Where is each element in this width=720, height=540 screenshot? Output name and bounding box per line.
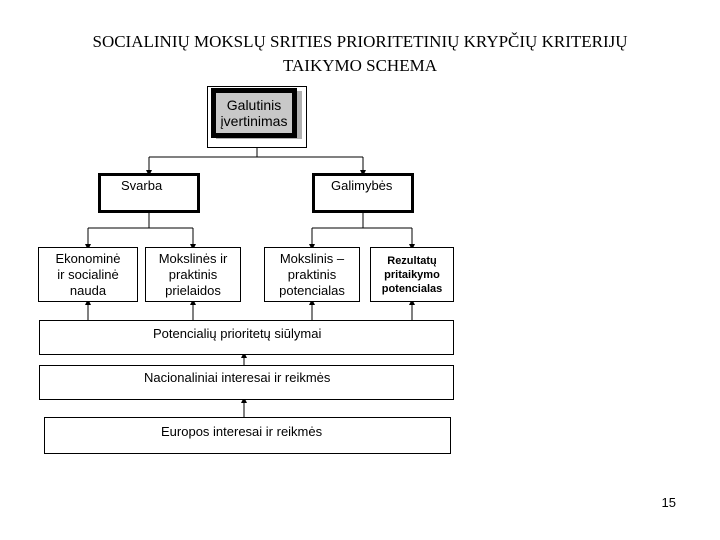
final-evaluation-node: Galutinis įvertinimas — [207, 86, 307, 148]
european-interests-label: Europos interesai ir reikmės — [161, 424, 323, 439]
application-line-3: potencialas — [381, 282, 443, 295]
economic-line-3: nauda — [69, 282, 107, 298]
importance-node: Svarba — [98, 173, 200, 213]
possibilities-node: Galimybės — [312, 173, 414, 213]
potential-line-1: Mokslinis – — [279, 250, 345, 266]
potential-line-2: praktinis — [287, 266, 337, 282]
final-evaluation-label: Galutinis įvertinimas — [211, 88, 297, 138]
possibilities-label: Galimybės — [331, 178, 393, 193]
scientific-practical-preconditions-node: Mokslinės ir praktinis prielaidos — [145, 247, 241, 302]
importance-label: Svarba — [121, 178, 163, 193]
potential-line-3: potencialas — [279, 282, 345, 298]
national-interests-bar: Nacionaliniai interesai ir reikmės — [39, 365, 454, 400]
preconditions-line-3: prielaidos — [165, 282, 221, 298]
economic-line-2: ir socialinė — [57, 266, 119, 282]
preconditions-line-1: Mokslinės ir — [158, 250, 228, 266]
diagram-title-line-2: TAIKYMO SCHEMA — [282, 56, 437, 75]
results-application-potential-node: Rezultatų pritaikymo potencialas — [370, 247, 454, 302]
preconditions-line-2: praktinis — [168, 266, 218, 282]
priority-proposals-label: Potencialių prioritetų siūlymai — [153, 326, 322, 341]
national-interests-label: Nacionaliniai interesai ir reikmės — [144, 370, 331, 385]
application-line-1: Rezultatų — [387, 254, 437, 267]
economic-social-benefit-node: Ekonominė ir socialinė nauda — [38, 247, 138, 302]
final-evaluation-line-1: Galutinis — [226, 97, 282, 113]
european-interests-bar: Europos interesai ir reikmės — [44, 417, 451, 454]
scientific-practical-potential-node: Mokslinis – praktinis potencialas — [264, 247, 360, 302]
priority-proposals-bar: Potencialių prioritetų siūlymai — [39, 320, 454, 355]
final-evaluation-line-2: įvertinimas — [220, 113, 288, 129]
application-line-2: pritaikymo — [384, 268, 440, 281]
economic-line-1: Ekonominė — [55, 250, 121, 266]
page-number: 15 — [661, 495, 676, 510]
diagram-title-line-1: SOCIALINIŲ MOKSLŲ SRITIES PRIORITETINIŲ … — [92, 32, 628, 51]
